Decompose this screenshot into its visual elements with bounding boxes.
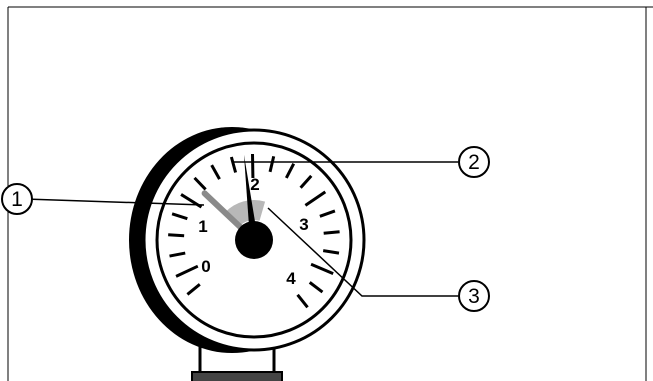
scale-tick bbox=[322, 249, 340, 255]
scale-label-4: 4 bbox=[286, 269, 296, 288]
callout-3: 3 bbox=[458, 280, 490, 312]
scale-tick bbox=[284, 163, 296, 179]
callout-3-leader bbox=[267, 207, 458, 297]
scale-tick bbox=[304, 190, 327, 207]
needle-hub bbox=[235, 221, 273, 259]
scale-label-0: 0 bbox=[201, 257, 210, 276]
scale-tick bbox=[296, 293, 309, 309]
scale-label-1: 1 bbox=[198, 217, 207, 236]
scale-tick bbox=[210, 164, 221, 180]
scale-tick bbox=[310, 262, 334, 275]
scale-tick bbox=[323, 230, 340, 235]
scale-label-2: 2 bbox=[250, 175, 259, 194]
callout-2: 2 bbox=[458, 146, 490, 178]
callout-3-number: 3 bbox=[468, 285, 480, 308]
scale-tick bbox=[171, 212, 188, 221]
scale-tick bbox=[168, 233, 185, 238]
callout-2-number: 2 bbox=[468, 151, 480, 174]
callout-1-number: 1 bbox=[11, 188, 23, 211]
scale-tick bbox=[308, 281, 324, 294]
scale-tick bbox=[186, 283, 201, 296]
scale-tick bbox=[175, 264, 199, 278]
scale-tick bbox=[268, 155, 276, 173]
scale-tick bbox=[229, 156, 238, 173]
scale-tick bbox=[319, 209, 336, 218]
scale-tick bbox=[299, 174, 313, 189]
callout-1-leader bbox=[24, 198, 205, 206]
scale-tick bbox=[193, 176, 207, 191]
scale-tick bbox=[169, 251, 186, 258]
main-needle bbox=[243, 154, 258, 241]
scale-label-3: 3 bbox=[299, 215, 308, 234]
callout-1: 1 bbox=[1, 183, 33, 215]
